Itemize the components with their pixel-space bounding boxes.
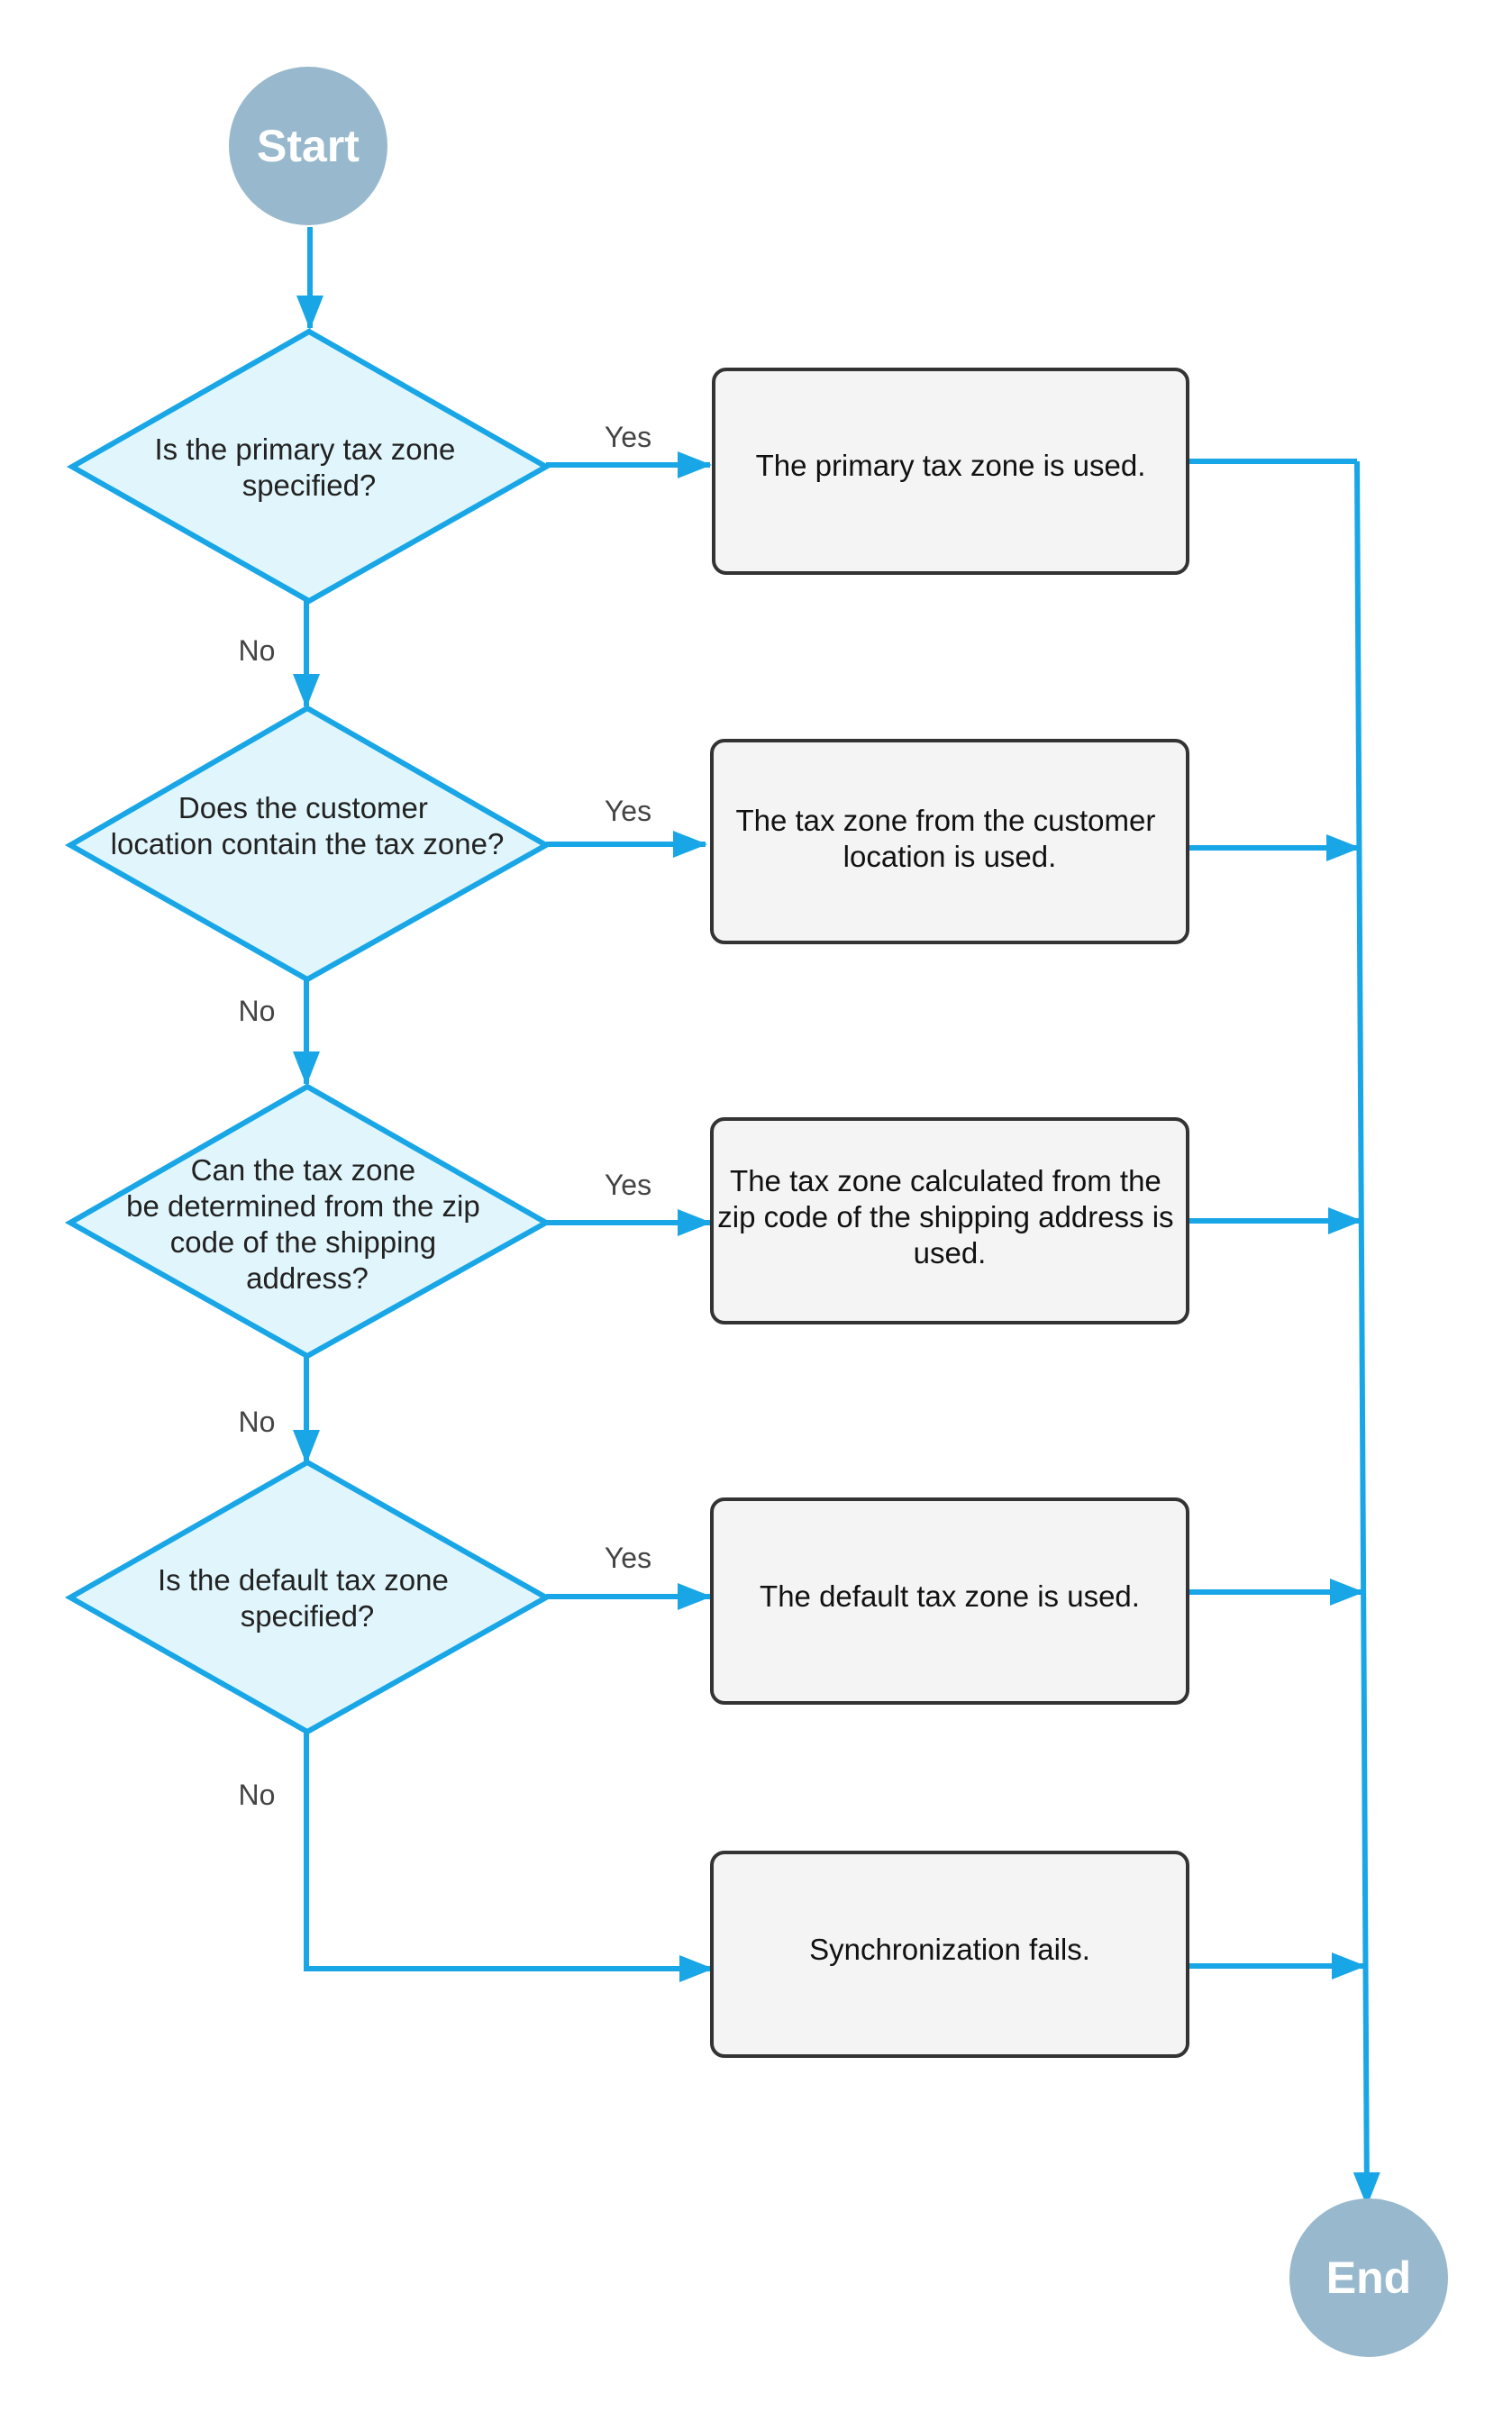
edge-label-yes-1: Yes bbox=[605, 421, 651, 453]
decision-zip-code: Can the tax zone be determined from the … bbox=[64, 1083, 552, 1360]
edge-label-yes-3: Yes bbox=[605, 1169, 651, 1201]
decision-default-tax-zone-text: Is the default tax zone specified? bbox=[158, 1563, 457, 1633]
decision-customer-location-text: Does the customer location contain the t… bbox=[111, 791, 505, 860]
outcome-primary-tax-zone-used: The primary tax zone is used. bbox=[712, 368, 1189, 575]
outcome-primary-tax-zone-used-text: The primary tax zone is used. bbox=[756, 449, 1146, 482]
decision-zip-code-text: Can the tax zone be determined from the … bbox=[126, 1153, 488, 1295]
outcome-synchronization-fails-text: Synchronization fails. bbox=[809, 1933, 1090, 1966]
outcome-default-tax-zone-used-text: The default tax zone is used. bbox=[760, 1579, 1140, 1613]
start-label: Start bbox=[257, 121, 360, 171]
edge-label-no-1: No bbox=[239, 634, 276, 667]
end-node: End bbox=[1289, 2198, 1448, 2357]
end-label: End bbox=[1326, 2253, 1411, 2303]
outcome-zip-code-used: The tax zone calculated from the zip cod… bbox=[710, 1117, 1189, 1324]
decision-default-tax-zone: Is the default tax zone specified? bbox=[64, 1459, 552, 1735]
connector-collector-to-end bbox=[1353, 460, 1380, 2207]
outcome-synchronization-fails: Synchronization fails. bbox=[710, 1851, 1189, 2058]
edge-label-no-4: No bbox=[239, 1779, 276, 1811]
connector-decision4-no bbox=[304, 1732, 714, 1982]
decision-primary-tax-zone-text: Is the primary tax zone specified? bbox=[155, 432, 464, 502]
outcome-zip-code-used-text: The tax zone calculated from the zip cod… bbox=[717, 1164, 1181, 1270]
edge-label-yes-2: Yes bbox=[605, 795, 651, 827]
outcome-customer-location-used-text: The tax zone from the customer location … bbox=[735, 804, 1163, 873]
start-node: Start bbox=[229, 67, 387, 225]
decision-customer-location: Does the customer location contain the t… bbox=[64, 705, 552, 983]
edge-label-yes-4: Yes bbox=[605, 1542, 651, 1574]
outcome-default-tax-zone-used: The default tax zone is used. bbox=[710, 1497, 1189, 1705]
decision-primary-tax-zone: Is the primary tax zone specified? bbox=[66, 328, 552, 605]
outcome-customer-location-used: The tax zone from the customer location … bbox=[710, 739, 1189, 944]
edge-label-no-2: No bbox=[239, 995, 276, 1027]
edge-label-no-3: No bbox=[239, 1406, 276, 1438]
